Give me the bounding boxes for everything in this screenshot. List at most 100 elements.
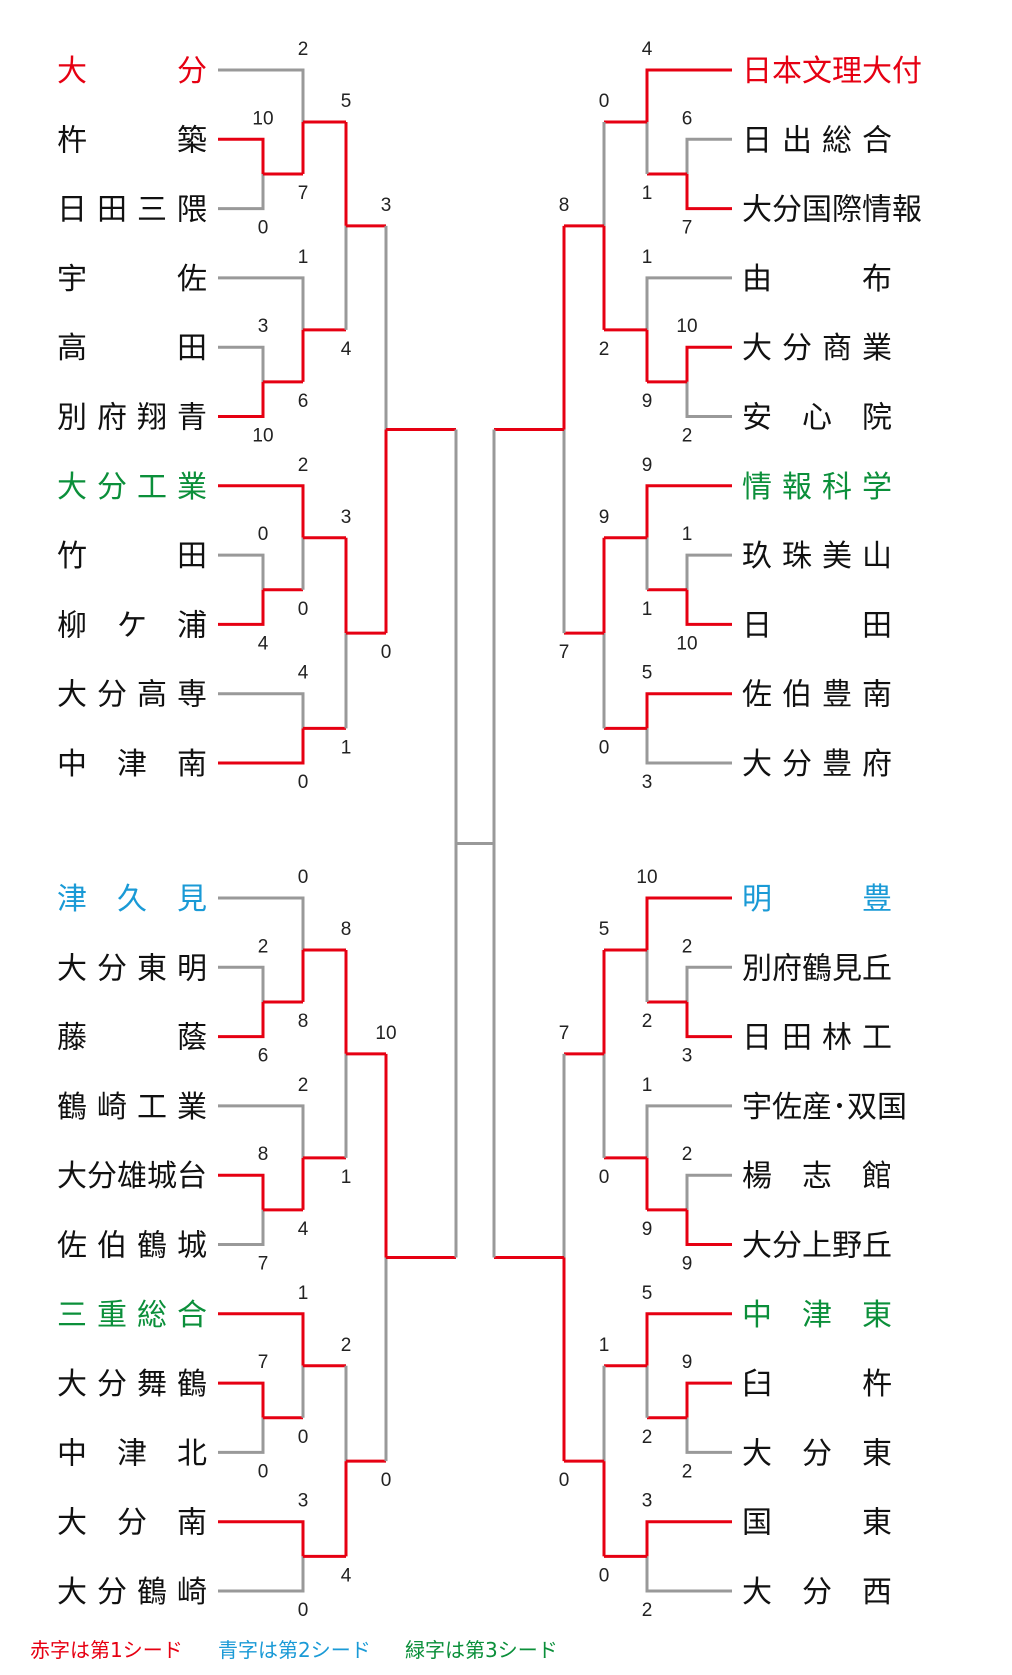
lt-score-16: 4 xyxy=(298,663,309,684)
rb-team-1: 別府鶴見丘 xyxy=(742,951,892,986)
rt-score-17: 3 xyxy=(642,772,653,793)
lb-team-8: 中津北 xyxy=(57,1436,207,1471)
lb-score-13: 0 xyxy=(258,1461,269,1482)
lt-score-0: 2 xyxy=(298,39,309,60)
lb-score-6: 8 xyxy=(258,1144,269,1165)
lb-r2c-top xyxy=(218,1312,305,1366)
lb-score-11: 1 xyxy=(298,1283,309,1304)
lt-score-15: 3 xyxy=(341,507,352,528)
rt-r1c-bot xyxy=(685,589,732,626)
rb-team-2: 日田林工 xyxy=(742,1021,892,1056)
rb-r1c-top xyxy=(685,1381,732,1418)
rb-score-17: 2 xyxy=(642,1600,653,1621)
rt-score-2: 7 xyxy=(682,218,693,239)
rb-team-4: 楊志館 xyxy=(742,1159,892,1194)
lt-score-6: 3 xyxy=(258,316,269,337)
rt-score-13: 10 xyxy=(676,633,697,654)
rb-r2a-top xyxy=(645,896,732,950)
lt-team-1: 杵築 xyxy=(57,123,207,158)
rt-r1b-bot xyxy=(685,381,732,418)
rt-team-5: 安心院 xyxy=(742,401,892,436)
lt-team-0: 大分 xyxy=(57,54,207,89)
lb-r2d-bot xyxy=(218,1556,305,1593)
rb-team-6: 中津東 xyxy=(742,1298,892,1333)
lb-score-17: 0 xyxy=(298,1600,309,1621)
lb-score-7: 7 xyxy=(258,1254,269,1275)
lb-team-7: 大分舞鶴 xyxy=(57,1367,207,1402)
rb-score-8: 9 xyxy=(642,1219,653,1240)
legend-seed3: 緑字は第3シード xyxy=(405,1638,558,1662)
lb-score-15: 2 xyxy=(341,1335,352,1356)
lt-r1b-top xyxy=(218,345,265,382)
lb-team-9: 大分南 xyxy=(57,1506,207,1541)
lb-score-3: 8 xyxy=(298,1011,309,1032)
rt-r2d-bot xyxy=(645,728,732,765)
lb-score-9: 1 xyxy=(341,1167,352,1188)
rt-team-2: 大分国際情報 xyxy=(742,193,922,228)
lt-r2d-top xyxy=(218,692,305,729)
lt-team-6: 大分工業 xyxy=(57,470,207,505)
lt-score-19: 0 xyxy=(381,642,392,663)
lb-team-3: 鶴崎工業 xyxy=(57,1090,207,1125)
lt-r1b-bot xyxy=(218,381,265,418)
rb-r1a-top xyxy=(685,965,732,1002)
rt-score-16: 5 xyxy=(642,663,653,684)
lb-team-5: 佐伯鶴城 xyxy=(57,1229,207,1264)
lt-r1a-bot xyxy=(218,173,265,211)
lt-team-4: 高田 xyxy=(57,331,207,366)
lt-r2b-top xyxy=(218,276,305,330)
lb-score-0: 0 xyxy=(298,867,309,888)
rb-r1c-bot xyxy=(685,1417,732,1454)
lt-score-1: 10 xyxy=(252,108,273,129)
rt-score-19: 7 xyxy=(559,642,570,663)
rb-team-8: 大分東 xyxy=(742,1436,892,1471)
rt-r2a-top xyxy=(645,68,732,122)
rb-score-9: 0 xyxy=(599,1167,610,1188)
lt-score-7: 10 xyxy=(252,426,273,447)
rt-score-4: 0 xyxy=(599,91,610,112)
lb-r1a-bot xyxy=(218,1001,265,1039)
legend-seed2: 青字は第2シード xyxy=(218,1638,371,1662)
rt-score-0: 4 xyxy=(642,39,653,60)
rb-team-10: 大分西 xyxy=(742,1575,892,1610)
rt-r1a-top xyxy=(685,137,732,174)
rt-score-5: 1 xyxy=(642,247,653,268)
rb-score-10: 7 xyxy=(559,1023,570,1044)
lb-team-6: 三重総合 xyxy=(57,1298,207,1333)
rb-team-9: 国東 xyxy=(742,1506,892,1541)
rt-score-12: 1 xyxy=(682,524,693,545)
legend-seed1: 赤字は第1シード xyxy=(30,1638,183,1662)
rb-r2d-bot xyxy=(645,1556,732,1593)
lt-score-18: 1 xyxy=(341,737,352,758)
rt-team-9: 佐伯豊南 xyxy=(742,678,892,713)
lb-score-1: 2 xyxy=(258,936,269,957)
lt-team-9: 大分高専 xyxy=(57,678,207,713)
lb-score-8: 4 xyxy=(298,1219,309,1240)
lb-score-4: 8 xyxy=(341,919,352,940)
lt-score-5: 1 xyxy=(298,247,309,268)
lt-score-12: 0 xyxy=(258,524,269,545)
rt-score-15: 9 xyxy=(599,507,610,528)
lb-team-4: 大分雄城台 xyxy=(57,1159,207,1194)
rt-score-3: 1 xyxy=(642,183,653,204)
rt-team-3: 由布 xyxy=(742,262,892,297)
lb-team-1: 大分東明 xyxy=(57,951,207,986)
rt-r1c-top xyxy=(685,553,732,590)
rb-score-19: 0 xyxy=(559,1470,570,1491)
rb-score-7: 9 xyxy=(682,1254,693,1275)
lt-team-5: 別府翔青 xyxy=(57,401,207,436)
lb-score-5: 2 xyxy=(298,1075,309,1096)
rb-score-5: 1 xyxy=(642,1075,653,1096)
rb-r1b-top xyxy=(685,1173,732,1210)
rb-team-5: 大分上野丘 xyxy=(742,1229,892,1264)
rb-score-2: 3 xyxy=(682,1046,693,1067)
lt-score-4: 5 xyxy=(341,91,352,112)
rt-score-10: 8 xyxy=(559,195,570,216)
lb-score-2: 6 xyxy=(258,1046,269,1067)
rb-r1b-bot xyxy=(685,1209,732,1246)
lb-team-0: 津久見 xyxy=(57,882,207,917)
rt-team-1: 日出総合 xyxy=(742,123,892,158)
rt-team-8: 日田 xyxy=(742,608,892,643)
rt-r1b-top xyxy=(685,345,732,382)
